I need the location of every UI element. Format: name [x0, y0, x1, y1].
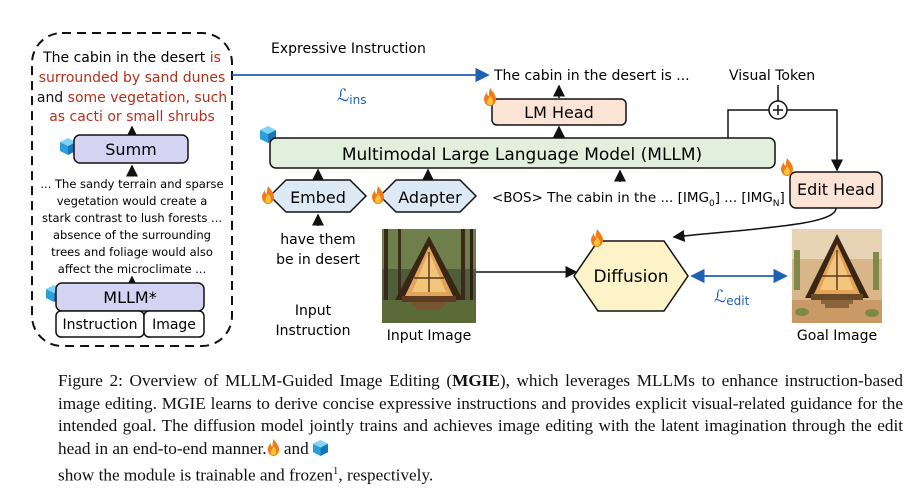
visual-token-connector	[727, 109, 769, 138]
image-box	[143, 310, 205, 338]
figure-diagram: The cabin in the desert is surrounded by…	[31, 32, 883, 347]
svg-text:absence of the surrounding: absence of the surrounding	[53, 228, 211, 242]
diffusion-hexagon	[573, 240, 689, 312]
embed-box	[268, 179, 368, 213]
caption-end: , respectively.	[338, 465, 434, 485]
instruction-text-line1: have them	[280, 232, 355, 248]
adapter-box	[378, 179, 478, 213]
mllm-main-box	[269, 137, 776, 169]
edit-head-to-diffusion-arrow	[672, 207, 837, 242]
lm-head-label: LM Head	[524, 103, 594, 122]
expressive-text-line2: surrounded by sand dunes	[39, 70, 226, 86]
svg-text:trees and foliage would also: trees and foliage would also	[51, 245, 213, 259]
caption-mgie-bold: MGIE	[452, 371, 500, 390]
expressive-text-line1: The cabin in the desert is	[42, 50, 221, 66]
lm-head-trainable-flame-icon	[484, 88, 496, 106]
figure-caption: Figure 2: Overview of MLLM-Guided Image …	[58, 370, 903, 487]
visual-token-to-edit-head-arrow	[787, 109, 843, 172]
visual-token-label: Visual Token	[729, 68, 815, 84]
caption-cube-icon	[312, 439, 328, 456]
adapter-trainable-flame-icon	[372, 186, 384, 204]
left-dashed-panel	[31, 32, 233, 347]
embed-label: Embed	[290, 188, 346, 207]
long-expressive-text: ... The sandy terrain and sparse vegetat…	[40, 177, 223, 276]
instruction-text-line2: be in desert	[276, 252, 360, 268]
caption-prefix: Figure 2: Overview of MLLM-Guided Image …	[58, 371, 453, 390]
diffusion-trainable-flame-icon	[591, 229, 603, 247]
goal-image	[792, 229, 882, 323]
input-instruction-caption-line1: Input	[295, 303, 332, 319]
summ-label: Summ	[105, 140, 156, 159]
input-image	[382, 229, 476, 323]
image-box-label: Image	[152, 317, 196, 333]
caption-tail: show the module is trainable and frozen	[58, 465, 333, 485]
svg-text:affect the microclimate ...: affect the microclimate ...	[58, 262, 206, 276]
edit-head-trainable-flame-icon	[781, 158, 793, 176]
loss-ins-label: ℒins	[337, 86, 366, 107]
diffusion-label: Diffusion	[593, 267, 668, 287]
expressive-instruction-label: Expressive Instruction	[271, 41, 426, 57]
svg-text:stark contrast to lush forests: stark contrast to lush forests ...	[42, 211, 222, 225]
goal-image-caption: Goal Image	[797, 328, 877, 344]
svg-text:... The sandy terrain and spar: ... The sandy terrain and sparse	[40, 177, 223, 191]
mllm-main-label: Multimodal Large Language Model (MLLM)	[342, 145, 702, 165]
caption-body: ), which leverages MLLMs to enhance inst…	[58, 371, 903, 458]
input-instruction-caption-line2: Instruction	[276, 323, 351, 339]
input-image-caption: Input Image	[387, 328, 472, 344]
edit-head-label: Edit Head	[797, 180, 875, 199]
mllm-star-label: MLLM*	[103, 288, 156, 307]
svg-text:vegetation would create a: vegetation would create a	[57, 194, 208, 208]
expressive-text-line4: as cacti or small shrubs	[49, 109, 215, 125]
caption-flame-icon	[267, 438, 279, 456]
instruction-box-label: Instruction	[63, 317, 138, 333]
expressive-text-line3: and some vegetation, such	[37, 90, 227, 106]
caption-and: and	[279, 438, 313, 458]
input-sequence-text: <BOS> The cabin in the ... [IMG0] ... [I…	[492, 190, 785, 209]
caption-footnote: 1	[332, 465, 339, 477]
embed-trainable-flame-icon	[262, 186, 274, 204]
summ-box	[73, 134, 189, 164]
adapter-label: Adapter	[398, 188, 462, 207]
lm-head-box	[491, 98, 627, 126]
loss-edit-label: ℒedit	[714, 287, 750, 308]
lm-output-text: The cabin in the desert is ...	[493, 68, 690, 84]
